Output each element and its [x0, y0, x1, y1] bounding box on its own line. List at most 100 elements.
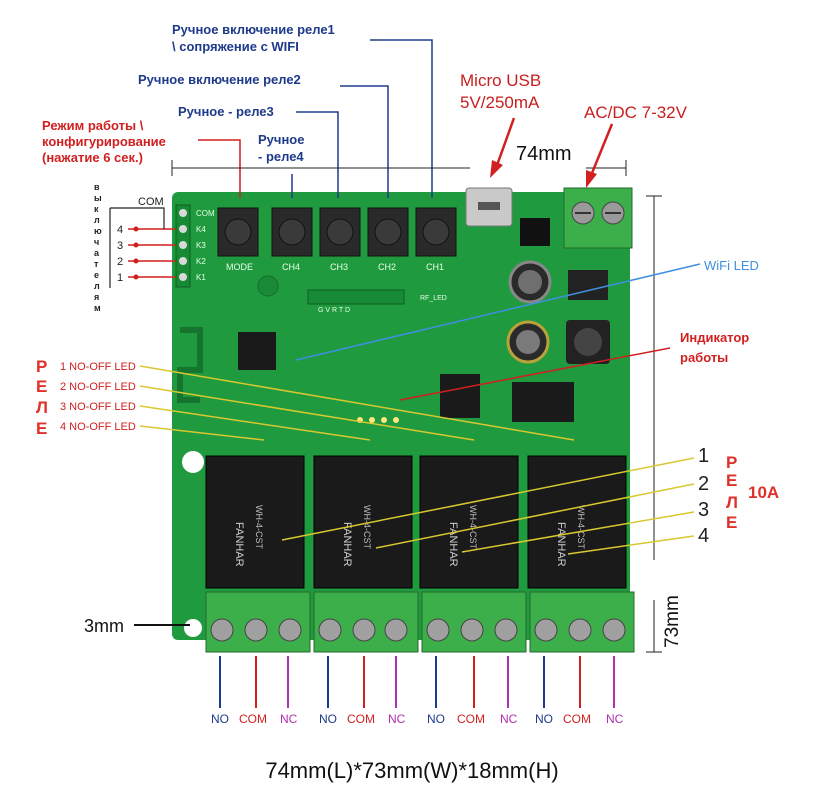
relay-driver-chip	[512, 382, 574, 422]
label-manual-relay2: Ручное включение реле2	[138, 72, 301, 87]
relay-number-4: 4	[698, 525, 709, 547]
label-led-4: 4 NO-OFF LED	[60, 421, 136, 433]
label-micro-usb: Micro USB	[460, 71, 541, 90]
serial-header-label: G V R T D	[318, 307, 350, 314]
leader-line-mode	[198, 139, 241, 198]
dimensions-caption: 74mm(L)*73mm(W)*18mm(H)	[265, 758, 558, 783]
rele-right-letter: Е	[726, 513, 737, 532]
rele-right-letter: Л	[726, 493, 738, 512]
leader-line-led1	[139, 365, 575, 441]
label-acdc: AC/DC 7-32V	[584, 103, 688, 122]
leader-line-relay4	[567, 535, 695, 555]
arrow-micro-usb	[494, 117, 516, 169]
terminal-label-no: NO	[427, 712, 445, 726]
label-wifi-pairing: \ сопряжение с WIFI	[172, 39, 299, 54]
button-ch2: CH2	[367, 207, 409, 272]
svg-text:т: т	[94, 259, 99, 269]
terminal-label-nc: NC	[388, 712, 406, 726]
label-manual-relay3: Ручное - реле3	[178, 104, 274, 119]
terminal-block-3	[421, 591, 527, 653]
relay-number-1: 1	[698, 445, 709, 467]
pin-label-k1: K1	[196, 273, 206, 282]
relay-4: FANHAR WH-4-CST	[527, 455, 627, 589]
label-led-2: 2 NO-OFF LED	[60, 381, 136, 393]
relay-2: FANHAR WH-4-CST	[313, 455, 413, 589]
rele-right-letter: Р	[726, 453, 737, 472]
serial-header	[307, 289, 405, 305]
terminal-label-com: COM	[239, 712, 267, 726]
svg-text:CH1: CH1	[426, 262, 444, 272]
leader-line-relay2	[375, 483, 695, 549]
leader-line-wifi-led	[295, 263, 701, 361]
svg-text:л: л	[94, 281, 100, 291]
leader-line-indicator	[399, 347, 671, 401]
terminal-label-nc: NC	[280, 712, 298, 726]
pin-label-k4: K4	[196, 225, 206, 234]
terminal-label-no: NO	[319, 712, 337, 726]
button-ch4: CH4	[271, 207, 313, 272]
label-manual-relay4: Ручное	[258, 132, 304, 147]
rele-left-letter: Е	[36, 419, 47, 438]
switch-number-2: 2	[117, 256, 123, 268]
wifi-module-chip	[238, 332, 276, 370]
rele-left-letter: Р	[36, 357, 47, 376]
svg-text:а: а	[94, 248, 100, 258]
leader-line-led4	[139, 425, 265, 441]
leader-line-ch1	[370, 39, 433, 198]
leader-line-ch3	[296, 111, 339, 198]
label-led-1: 1 NO-OFF LED	[60, 361, 136, 373]
terminal-label-nc: NC	[606, 712, 624, 726]
pin-label-k3: K3	[196, 241, 206, 250]
header-pin	[179, 225, 187, 233]
mounting-hole	[257, 275, 279, 297]
switch-number-3: 3	[117, 240, 123, 252]
svg-text:CH4: CH4	[282, 262, 300, 272]
relay-led	[381, 417, 387, 423]
pin-label-k2: K2	[196, 257, 206, 266]
svg-text:FANHAR: FANHAR	[233, 522, 245, 567]
label-current-rating: 10A	[748, 483, 779, 502]
terminal-label-com: COM	[347, 712, 375, 726]
mounting-hole	[182, 451, 204, 473]
svg-text:WH-4-CST: WH-4-CST	[362, 505, 372, 549]
label-mode-press: (нажатие 6 сек.)	[42, 150, 143, 165]
label-manual-relay1: Ручное включение реле1	[172, 22, 335, 37]
pin-label-com: COM	[196, 209, 215, 218]
micro-usb-slot	[478, 202, 500, 210]
header-pin	[179, 273, 187, 281]
button-ch1: CH1	[415, 207, 457, 272]
svg-text:в: в	[94, 182, 100, 192]
rele-right-letter: Е	[726, 471, 737, 490]
svg-text:WH-4-CST: WH-4-CST	[468, 505, 478, 549]
leader-line-led2	[139, 385, 475, 441]
svg-text:ю: ю	[94, 226, 102, 236]
terminal-label-no: NO	[211, 712, 229, 726]
mounting-hole	[184, 619, 202, 637]
header-pin	[179, 209, 187, 217]
label-micro-usb-power: 5V/250mA	[460, 93, 540, 112]
terminal-label-no: NO	[535, 712, 553, 726]
arrow-acdc	[588, 123, 614, 179]
svg-text:м: м	[94, 303, 101, 313]
height-dimension: 73mm	[662, 595, 683, 648]
svg-text:WH-4-CST: WH-4-CST	[254, 505, 264, 549]
svg-text:FANHAR: FANHAR	[341, 522, 353, 567]
relay-led	[369, 417, 375, 423]
svg-text:MODE: MODE	[226, 262, 253, 272]
terminal-block-4	[529, 591, 635, 653]
svg-text:FANHAR: FANHAR	[555, 522, 567, 567]
svg-text:я: я	[94, 292, 99, 302]
svg-text:ы: ы	[94, 193, 102, 203]
relay-led	[393, 417, 399, 423]
width-dimension: 74mm	[516, 143, 572, 165]
svg-text:WH-4-CST: WH-4-CST	[576, 505, 586, 549]
regulator-chip	[520, 218, 550, 246]
leader-line-ch2	[340, 85, 389, 198]
header-pin	[179, 241, 187, 249]
svg-text:CH2: CH2	[378, 262, 396, 272]
svg-text:CH3: CH3	[330, 262, 348, 272]
leader-line-relay3	[461, 511, 695, 553]
label-indicator: Индикатор	[680, 330, 749, 345]
